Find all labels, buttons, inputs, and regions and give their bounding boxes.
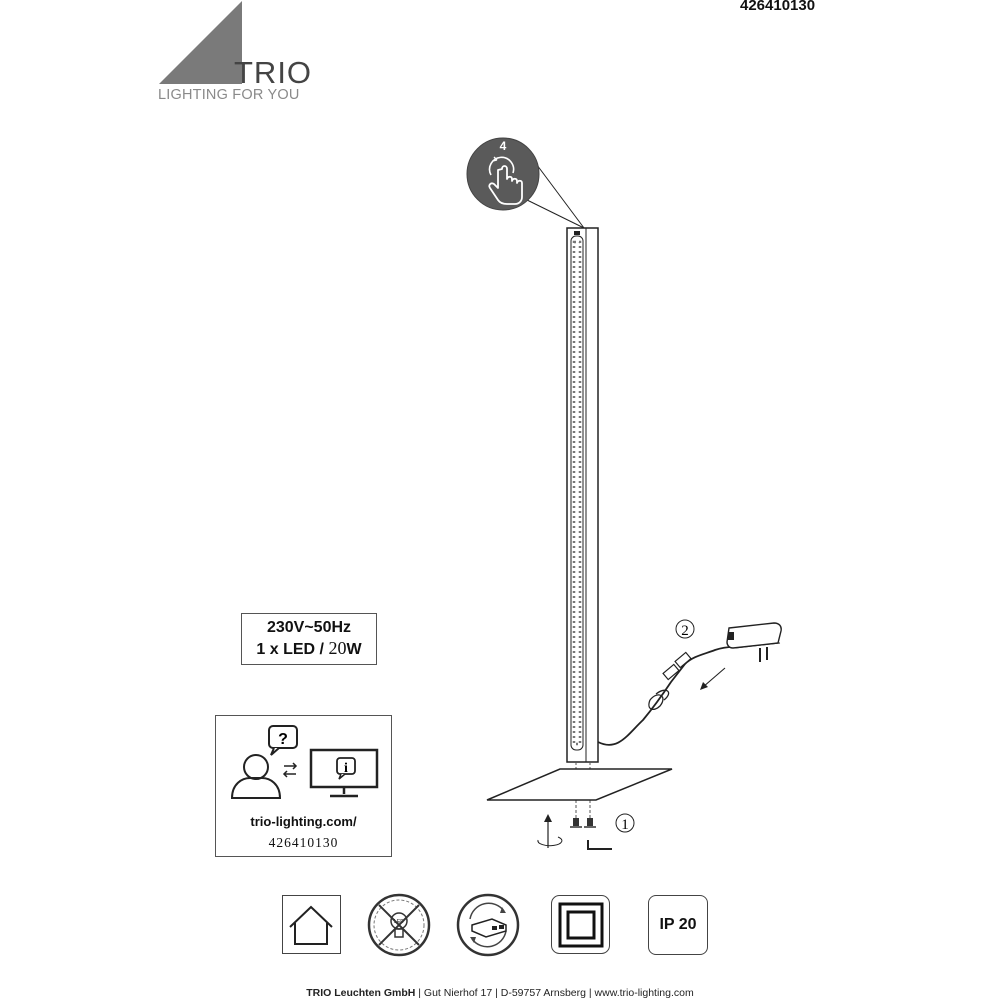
screw-icon <box>584 818 596 828</box>
led-unit: W <box>346 641 362 658</box>
power-cable <box>597 646 734 746</box>
brand-name: TRIO <box>234 55 313 90</box>
user-icon <box>230 754 282 799</box>
ip-rating-badge: IP 20 <box>648 895 708 955</box>
step-2-marker <box>675 619 695 639</box>
product-code: 426410130 <box>740 0 816 14</box>
screw-icon <box>570 818 582 828</box>
callout-line <box>522 197 585 229</box>
touch-dimmer-icon <box>466 137 540 211</box>
footer-address: | Gut Nierhof 17 | D-59757 Arnsberg | ww… <box>415 987 694 999</box>
step-1-marker <box>615 813 635 833</box>
spec-box: 230V~50Hz 1 x LED / 20W <box>241 613 377 665</box>
callout-line <box>536 164 585 229</box>
touch-steps-label: 4 <box>499 139 507 153</box>
indoor-use-house-icon <box>282 895 341 954</box>
plug-in-arrow <box>700 682 708 690</box>
cable-connector <box>662 651 692 681</box>
exchange-arrows-icon <box>282 762 298 778</box>
voltage-rating: 230V~50Hz <box>266 619 352 636</box>
led-rating: 1 x LED / 20W <box>242 638 376 660</box>
info-code: 426410130 <box>268 835 339 850</box>
brand-tagline: LIGHTING FOR YOU <box>158 87 300 103</box>
lamp-column <box>566 227 599 763</box>
led-prefix: 1 x LED / <box>256 641 329 658</box>
step-2-label: 2 <box>681 623 689 639</box>
step-1-label: 1 <box>621 817 629 833</box>
base-plate <box>486 768 673 801</box>
led-watts: 20 <box>328 638 347 658</box>
footer-company: TRIO Leuchten GmbH <box>306 987 416 999</box>
svg-text:LED: LED <box>394 919 404 925</box>
footer: TRIO Leuchten GmbH | Gut Nierhof 17 | D-… <box>0 987 1000 999</box>
allen-key-icon <box>587 840 612 850</box>
question-bubble-icon: ? <box>268 725 298 756</box>
info-box: ? i trio-lighting.com/ 426410130 <box>215 715 392 857</box>
svg-text:i: i <box>344 761 348 776</box>
monitor-icon: i <box>309 748 379 798</box>
power-adapter-icon <box>726 622 782 662</box>
led-not-replaceable-icon: LED <box>367 893 431 957</box>
online-info-illustration: ? i <box>230 725 379 799</box>
protection-class-ii-icon <box>551 895 610 954</box>
svg-text:?: ? <box>278 731 288 748</box>
rotate-arrow-icon <box>537 814 563 848</box>
trio-logo-triangle <box>159 1 242 84</box>
driver-not-replaceable-icon <box>456 893 520 957</box>
info-url[interactable]: trio-lighting.com/ <box>250 814 357 829</box>
